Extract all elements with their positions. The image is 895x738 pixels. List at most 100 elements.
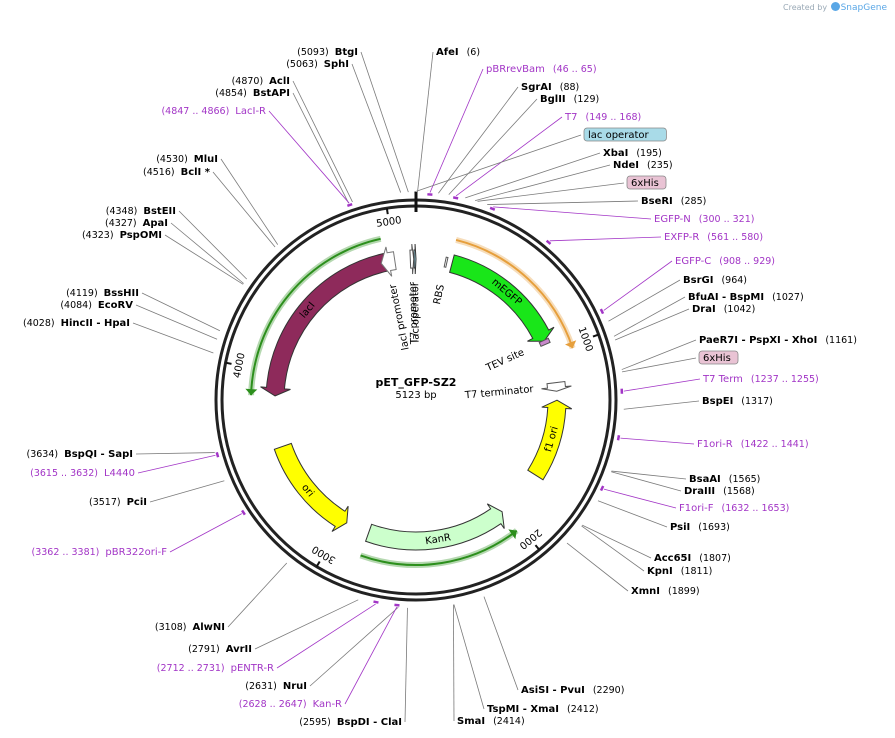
leader-bsteii: [178, 210, 248, 280]
leader-bsshii: [141, 292, 221, 332]
scale-tick: [315, 560, 321, 568]
site-name: PsiI(1693): [670, 522, 730, 533]
orf-arc-laci-orf: [250, 237, 381, 396]
feature-label-rbs: RBS: [432, 284, 447, 306]
feature-rbs: [443, 256, 449, 268]
scale-tick: [225, 361, 232, 365]
site-label-smai: SmaI(2414): [457, 716, 525, 727]
feature-f1-ori: [527, 399, 573, 481]
leader-pcii: [149, 480, 225, 503]
site-label-sgrai: SgrAI(88): [521, 82, 579, 93]
site-name: SmaI(2414): [457, 716, 525, 727]
site-name: T7(149 .. 168): [564, 112, 641, 123]
site-name-text: T7 Term: [702, 374, 743, 385]
orf-arcs: [245, 235, 577, 568]
site-name: (4854)BstAPI: [215, 88, 290, 99]
site-position: (4348): [106, 206, 138, 217]
site-label-kan-r: (2628 .. 2647)Kan-R: [239, 699, 342, 710]
site-label-bsshii: (4119)BssHII: [66, 288, 139, 299]
site-position: (1422 .. 1441): [741, 439, 809, 450]
site-name-text: BspQI - SapI: [64, 449, 133, 460]
site-label-psii: PsiI(1693): [670, 522, 730, 533]
site-label-t7: T7(149 .. 168): [564, 112, 641, 123]
feature-label-t7-terminator: T7 terminator: [464, 384, 535, 402]
site-label-asisi-pvui: AsiSI - PvuI(2290): [521, 685, 624, 696]
site-label-ecorv: (4084)EcoRV: [60, 300, 133, 311]
site-name: (3517)PciI: [89, 497, 147, 508]
leader-bglii: [448, 98, 538, 195]
site-name-text: EGFP-C: [675, 256, 711, 267]
site-name: XbaI(195): [603, 148, 662, 159]
leader-6xhis: [622, 357, 697, 373]
site-position: (235): [647, 160, 673, 171]
site-position: (1565): [729, 474, 761, 485]
site-label-drai: DraI(1042): [692, 304, 755, 315]
leader-6xhis: [477, 182, 625, 202]
leader-xbai: [465, 152, 601, 199]
site-position: (2414): [493, 716, 525, 727]
site-name-text: Kan-R: [313, 699, 342, 710]
leader-tspmi-xmai: [453, 604, 485, 710]
leader-pbrrevbam: [429, 68, 484, 193]
site-name-text: BsrGI: [683, 275, 713, 286]
site-position: (149 .. 168): [585, 112, 641, 123]
site-position: (2631): [245, 681, 277, 692]
leader-acli: [292, 80, 353, 203]
site-name: EGFP-C(908 .. 929): [675, 256, 775, 267]
leader-xmni: [566, 542, 629, 592]
primer-mark: [489, 206, 496, 211]
site-position: (3615 .. 3632): [30, 468, 98, 479]
site-labels: (5093)BtgI(5063)SphI(4870)AclI(4854)BstA…: [23, 47, 857, 728]
site-name-text: BspDI - ClaI: [337, 717, 402, 728]
site-label-draiii: DraIII(1568): [684, 486, 755, 497]
leader-bseri: [487, 200, 639, 205]
site-name-text: EXFP-R: [664, 232, 699, 243]
site-name-text: AfeI: [436, 47, 459, 58]
site-name-text: SphI: [324, 59, 349, 70]
site-name: (5063) SphI: [286, 59, 349, 70]
feature-label-t7-promoter: T7 promoter: [408, 281, 421, 345]
leader-bfuai-bspmi: [613, 296, 686, 337]
site-position: (5063): [286, 59, 318, 70]
site-name: (2712 .. 2731)pENTR-R: [157, 663, 274, 674]
site-position: (1807): [699, 553, 731, 564]
leader-hincii-hpai: [132, 322, 214, 354]
site-position: (6): [467, 47, 480, 58]
site-name-text: BsaAI: [689, 474, 721, 485]
site-name-text: TspMI - XmaI: [487, 704, 559, 715]
site-label-nrui: (2631)NruI: [245, 681, 307, 692]
scale-tick: [592, 333, 599, 338]
scale-tick-label: 2000: [517, 526, 544, 551]
site-label-xbai: XbaI(195): [603, 148, 662, 159]
site-name: (4530)MluI: [156, 154, 218, 165]
feature-box: [698, 350, 739, 365]
site-name: Acc65I(1807): [654, 553, 731, 564]
site-label-bspei: BspEI(1317): [702, 396, 773, 407]
site-label-f1ori-r: F1ori-R (1422 .. 1441): [697, 439, 809, 450]
primer-mark: [241, 509, 246, 516]
site-name: XmnI(1899): [631, 586, 700, 597]
leader-l4440: [137, 454, 216, 474]
scale-tick-label: 3000: [310, 543, 337, 565]
site-name: BsrGI(964): [683, 275, 747, 286]
site-position: (3362 .. 3381): [32, 547, 100, 558]
site-name: BspEI(1317): [702, 396, 773, 407]
label-leader-lines: [132, 51, 701, 723]
site-name: BglII(129): [540, 94, 599, 105]
site-label-pentr-r: (2712 .. 2731)pENTR-R: [157, 663, 274, 674]
site-name: BfuAI - BspMI(1027): [688, 292, 804, 303]
site-label-acli: (4870)AclI: [232, 76, 290, 87]
site-position: (2412): [567, 704, 599, 715]
site-name-text: XbaI: [603, 148, 628, 159]
leader-mlui: [220, 158, 279, 245]
leader-t7-term: [623, 378, 701, 392]
site-label-sphi: (5063) SphI: [286, 59, 349, 70]
site-position: (1632 .. 1653): [721, 503, 789, 514]
site-label-bstapi: (4854)BstAPI: [215, 88, 290, 99]
primer-mark: [215, 451, 220, 458]
site-name-text: NdeI: [613, 160, 639, 171]
scale-tick: [534, 544, 541, 551]
site-label-bfuai-bspmi: BfuAI - BspMI(1027): [688, 292, 804, 303]
site-name-text: HincII - HpaI: [61, 318, 130, 329]
site-name-text: F1ori-R: [697, 439, 733, 450]
